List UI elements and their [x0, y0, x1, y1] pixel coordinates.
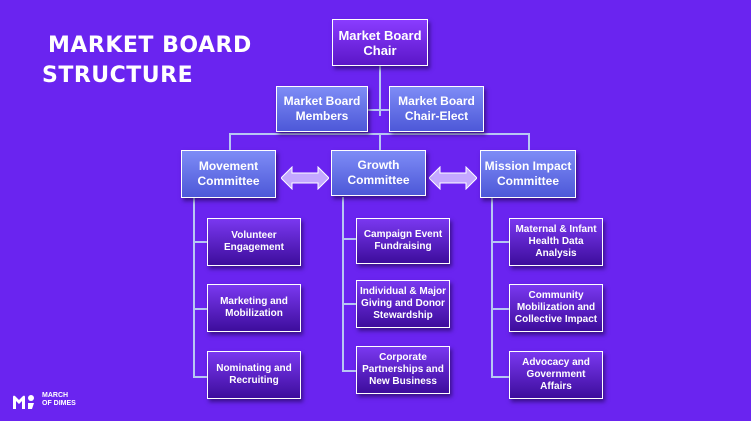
node-label: Volunteer Engagement: [223, 230, 284, 253]
node-label: Community Mobilization and Collective Im…: [514, 290, 598, 325]
node-volunteer-engagement: Volunteer Engagement: [207, 218, 301, 266]
node-label: Market Board Chair-Elect: [398, 94, 475, 123]
connector: [193, 376, 207, 378]
node-label: Individual & Major Giving and Donor Stew…: [359, 286, 447, 321]
node-market-board-chair-elect: Market Board Chair-Elect: [389, 86, 484, 132]
node-advocacy-government-affairs: Advocacy and Government Affairs: [509, 351, 603, 399]
logo-text-line1: MARCH: [42, 392, 69, 399]
node-mission-impact-committee: Mission Impact Committee: [480, 150, 576, 198]
connector: [229, 133, 231, 151]
page-title-line1: MARKET BOARD: [48, 33, 252, 58]
connector: [491, 308, 509, 310]
node-market-board-chair: Market Board Chair: [332, 19, 428, 66]
node-individual-major-giving: Individual & Major Giving and Donor Stew…: [356, 280, 450, 328]
double-arrow-left-icon: [281, 166, 329, 190]
node-label: Growth Committee: [347, 158, 410, 187]
node-label: Movement Committee: [197, 159, 260, 188]
connector: [342, 238, 356, 240]
node-maternal-infant-health: Maternal & Infant Health Data Analysis: [509, 218, 603, 266]
connector: [528, 133, 530, 151]
node-corporate-partnerships: Corporate Partnerships and New Business: [356, 346, 450, 394]
node-label: Mission Impact Committee: [484, 159, 572, 188]
logo-text-line2: OF DIMES: [42, 400, 76, 407]
node-label: Campaign Event Fundraising: [363, 229, 443, 252]
connector: [342, 303, 356, 305]
double-arrow-right-icon: [429, 166, 477, 190]
logo-wordmark: MARCH OF DIMES: [42, 392, 92, 408]
connector: [365, 109, 391, 111]
node-community-mobilization: Community Mobilization and Collective Im…: [509, 284, 603, 332]
connector: [379, 66, 381, 116]
node-campaign-event-fundraising: Campaign Event Fundraising: [356, 218, 450, 264]
node-nominating-and-recruiting: Nominating and Recruiting: [207, 351, 301, 399]
connector: [342, 197, 344, 372]
node-label: Market Board Chair: [338, 27, 422, 58]
node-label: Market Board Members: [283, 94, 361, 123]
connector: [379, 133, 381, 151]
connector: [491, 241, 509, 243]
node-growth-committee: Growth Committee: [331, 150, 426, 196]
connector: [491, 197, 493, 378]
march-of-dimes-logo-icon: [13, 395, 34, 409]
node-market-board-members: Market Board Members: [276, 86, 368, 132]
node-movement-committee: Movement Committee: [181, 150, 276, 198]
connector: [193, 197, 195, 378]
connector: [193, 241, 207, 243]
node-label: Nominating and Recruiting: [216, 363, 292, 386]
node-label: Maternal & Infant Health Data Analysis: [515, 224, 597, 259]
connector: [193, 308, 207, 310]
connector: [342, 370, 356, 372]
node-marketing-and-mobilization: Marketing and Mobilization: [207, 284, 301, 332]
node-label: Advocacy and Government Affairs: [522, 357, 590, 392]
page-title-line2: STRUCTURE: [42, 63, 194, 88]
node-label: Marketing and Mobilization: [220, 296, 288, 319]
node-label: Corporate Partnerships and New Business: [362, 352, 444, 387]
connector: [491, 376, 509, 378]
